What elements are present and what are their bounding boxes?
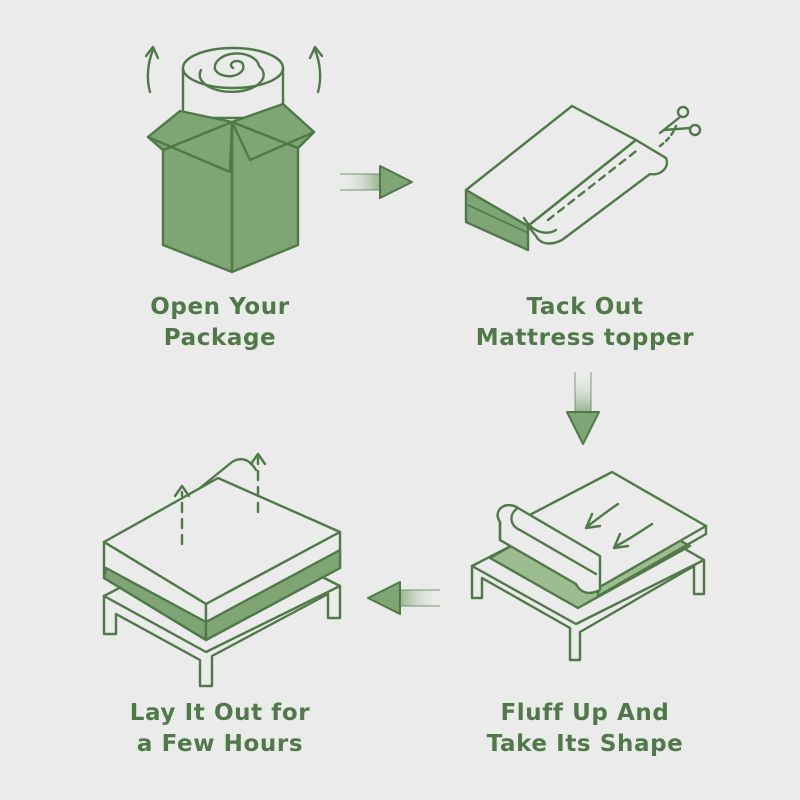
scissors-icon (660, 107, 700, 146)
arrow-up-icon (146, 47, 158, 92)
step-1-caption: Open Your Package (90, 292, 350, 354)
step-2-caption-line-2: Mattress topper (440, 323, 730, 354)
step-3-caption-line-2: Take Its Shape (455, 729, 715, 760)
open-box-with-rolled-topper-icon (146, 47, 322, 272)
arrow-right-icon (340, 166, 412, 198)
step-2-caption-line-1: Tack Out (440, 292, 730, 323)
step-4-caption: Lay It Out for a Few Hours (90, 698, 350, 760)
arrow-up-icon (310, 47, 322, 92)
step-1-caption-line-2: Package (90, 323, 350, 354)
step-1-caption-line-1: Open Your (90, 292, 350, 323)
step-2-caption: Tack Out Mattress topper (440, 292, 730, 354)
cut-packaging-scissors-icon (466, 106, 700, 250)
arrow-left-icon (368, 582, 440, 614)
step-3-caption: Fluff Up And Take Its Shape (455, 698, 715, 760)
step-3-caption-line-1: Fluff Up And (455, 698, 715, 729)
unrolling-topper-on-bed-icon (472, 472, 706, 660)
step-4-caption-line-2: a Few Hours (90, 729, 350, 760)
arrow-down-icon (567, 372, 599, 444)
expanding-topper-on-bed-icon (104, 454, 340, 686)
step-4-caption-line-1: Lay It Out for (90, 698, 350, 729)
